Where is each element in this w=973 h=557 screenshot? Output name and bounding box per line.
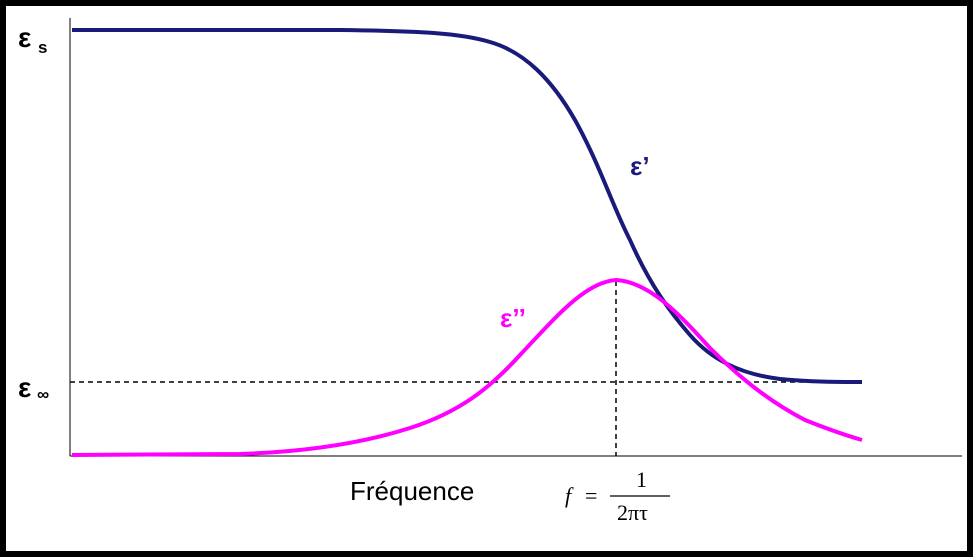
eps-inf-subscript: ∞ — [37, 385, 49, 404]
eps-double-prime-curve — [71, 277, 863, 457]
formula-denominator: 2πτ — [617, 500, 648, 525]
eps-inf-label: ε — [18, 372, 31, 403]
eps-s-subscript: s — [38, 38, 47, 57]
eps-prime-curve — [72, 28, 863, 384]
formula-equals: = — [585, 483, 597, 508]
formula-numerator: 1 — [636, 467, 647, 492]
formula-f: f — [565, 483, 574, 508]
eps-s-label: ε — [18, 22, 31, 53]
x-axis-label: Fréquence — [350, 476, 474, 506]
eps-prime-label: ε’ — [630, 151, 650, 181]
eps-double-prime-label: ε’’ — [500, 303, 526, 333]
